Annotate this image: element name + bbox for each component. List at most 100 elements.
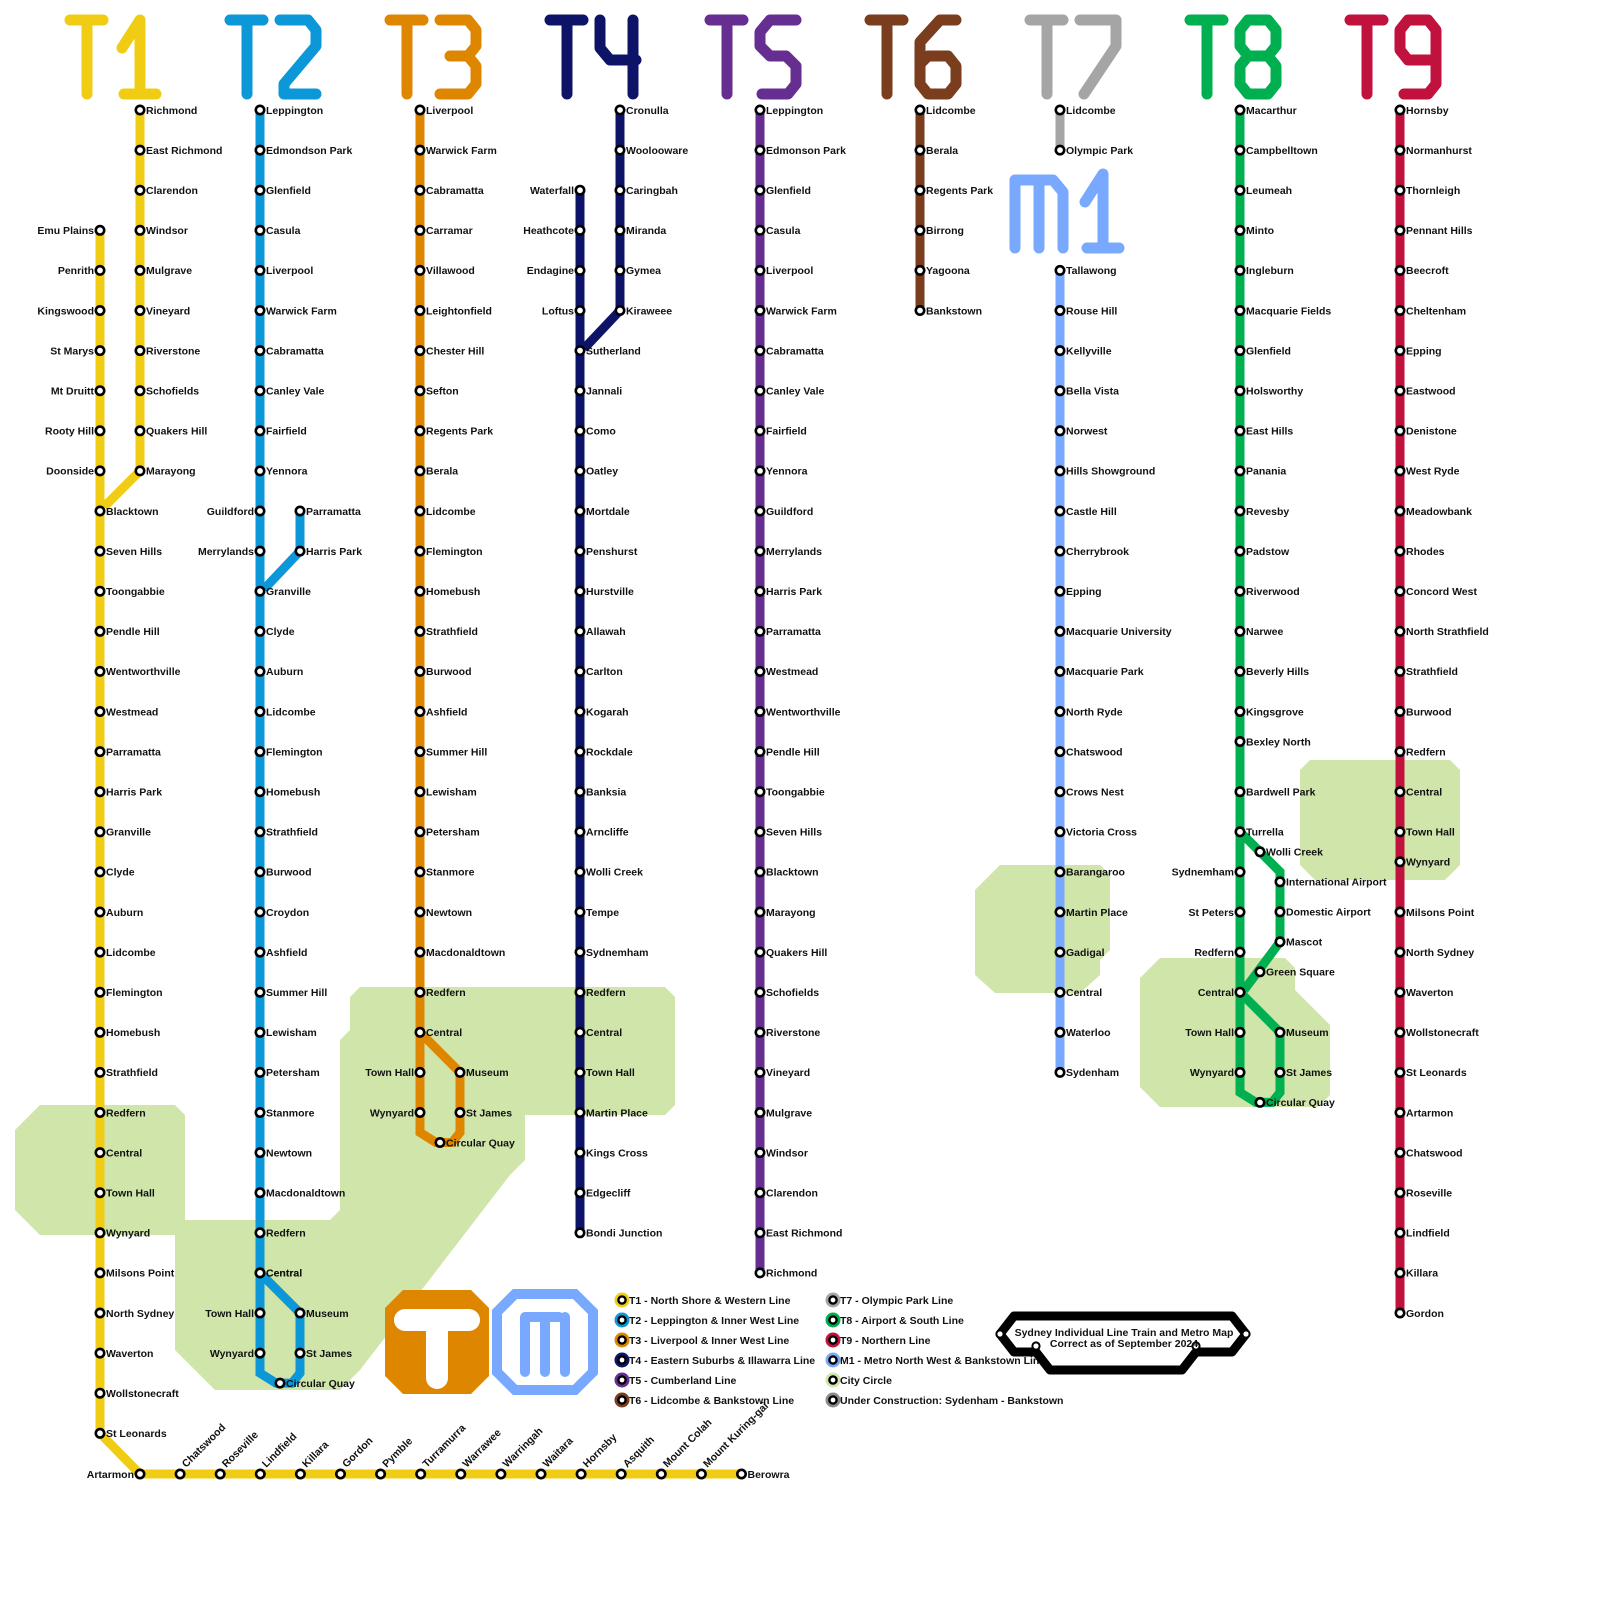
station-macdonaldtown[interactable]: Macdonaldtown bbox=[414, 946, 506, 959]
station-glenfield[interactable]: Glenfield bbox=[254, 184, 311, 197]
station-marker[interactable] bbox=[254, 304, 266, 316]
station-bardwell-park[interactable]: Bardwell Park bbox=[1234, 786, 1316, 799]
station-bankstown[interactable]: Bankstown bbox=[914, 304, 982, 317]
station-marker[interactable] bbox=[254, 665, 266, 677]
station-cheltenham[interactable]: Cheltenham bbox=[1394, 304, 1466, 317]
station-marker[interactable] bbox=[134, 144, 146, 156]
station-marker[interactable] bbox=[414, 585, 426, 597]
station-holsworthy[interactable]: Holsworthy bbox=[1234, 385, 1304, 398]
station-waterloo[interactable]: Waterloo bbox=[1054, 1026, 1111, 1039]
station-carramar[interactable]: Carramar bbox=[414, 224, 473, 237]
station-marker[interactable] bbox=[1254, 846, 1266, 858]
station-seven-hills[interactable]: Seven Hills bbox=[754, 826, 822, 839]
station-edmonson-park[interactable]: Edmonson Park bbox=[754, 144, 846, 157]
station-east-richmond[interactable]: East Richmond bbox=[754, 1227, 843, 1240]
station-gymea[interactable]: Gymea bbox=[614, 264, 661, 277]
station-marker[interactable] bbox=[754, 786, 766, 798]
station-marker[interactable] bbox=[614, 304, 626, 316]
station-marker[interactable] bbox=[754, 625, 766, 637]
station-marker[interactable] bbox=[1394, 104, 1406, 116]
station-marker[interactable] bbox=[574, 1066, 586, 1078]
station-marker[interactable] bbox=[1234, 264, 1246, 276]
station-marker[interactable] bbox=[1234, 545, 1246, 557]
station-marker[interactable] bbox=[134, 104, 146, 116]
station-marker[interactable] bbox=[1054, 345, 1066, 357]
station-clarendon[interactable]: Clarendon bbox=[134, 184, 198, 197]
station-marker[interactable] bbox=[754, 1066, 766, 1078]
station-central[interactable]: Central bbox=[414, 1026, 462, 1039]
station-town-hall[interactable]: Town Hall bbox=[1394, 826, 1455, 839]
station-marker[interactable] bbox=[1394, 746, 1406, 758]
station-rhodes[interactable]: Rhodes bbox=[1394, 545, 1445, 558]
station-marker[interactable] bbox=[754, 144, 766, 156]
station-marker[interactable] bbox=[614, 184, 626, 196]
station-marker[interactable] bbox=[1394, 1147, 1406, 1159]
station-marker[interactable] bbox=[1254, 1096, 1266, 1108]
station-marker[interactable] bbox=[1234, 906, 1246, 918]
station-riverstone[interactable]: Riverstone bbox=[134, 345, 201, 357]
station-marker[interactable] bbox=[1054, 906, 1066, 918]
station-sydenham[interactable]: Sydenham bbox=[1054, 1066, 1119, 1079]
station-marker[interactable] bbox=[94, 385, 106, 397]
station-waterfall[interactable]: Waterfall bbox=[530, 184, 586, 197]
station-marker[interactable] bbox=[414, 425, 426, 437]
station-marker[interactable] bbox=[535, 1468, 547, 1480]
station-edgecliff[interactable]: Edgecliff bbox=[574, 1187, 631, 1200]
station-marker[interactable] bbox=[414, 345, 426, 357]
station-marker[interactable] bbox=[94, 1107, 106, 1119]
station-marker[interactable] bbox=[574, 906, 586, 918]
station-burwood[interactable]: Burwood bbox=[1394, 705, 1452, 718]
station-marker[interactable] bbox=[414, 906, 426, 918]
station-berala[interactable]: Berala bbox=[914, 144, 958, 157]
station-summer-hill[interactable]: Summer Hill bbox=[414, 746, 488, 758]
station-marker[interactable] bbox=[754, 425, 766, 437]
station-cabramatta[interactable]: Cabramatta bbox=[414, 184, 484, 197]
station-schofields[interactable]: Schofields bbox=[134, 385, 199, 398]
station-macarthur[interactable]: Macarthur bbox=[1234, 104, 1297, 117]
station-lidcombe[interactable]: Lidcombe bbox=[94, 946, 156, 959]
station-concord-west[interactable]: Concord West bbox=[1394, 585, 1478, 598]
station-marker[interactable] bbox=[94, 1387, 106, 1399]
station-marker[interactable] bbox=[574, 304, 586, 316]
station-marker[interactable] bbox=[574, 786, 586, 798]
station-cabramatta[interactable]: Cabramatta bbox=[754, 345, 824, 357]
station-villawood[interactable]: Villawood bbox=[414, 264, 475, 277]
station-marker[interactable] bbox=[414, 946, 426, 958]
station-narwee[interactable]: Narwee bbox=[1234, 625, 1284, 638]
station-marker[interactable] bbox=[574, 264, 586, 276]
station-artarmon[interactable]: Artarmon bbox=[87, 1468, 146, 1481]
station-miranda[interactable]: Miranda bbox=[614, 224, 667, 237]
station-strathfield[interactable]: Strathfield bbox=[1394, 665, 1458, 678]
station-marker[interactable] bbox=[1394, 585, 1406, 597]
station-marker[interactable] bbox=[574, 946, 586, 958]
station-marker[interactable] bbox=[574, 545, 586, 557]
station-wynyard[interactable]: Wynyard bbox=[94, 1227, 150, 1240]
station-marker[interactable] bbox=[334, 1468, 346, 1480]
station-wolli-creek[interactable]: Wolli Creek bbox=[574, 866, 643, 879]
station-marker[interactable] bbox=[274, 1377, 286, 1389]
station-thornleigh[interactable]: Thornleigh bbox=[1394, 184, 1460, 197]
station-marker[interactable] bbox=[754, 906, 766, 918]
station-yennora[interactable]: Yennora bbox=[254, 465, 308, 478]
station-granville[interactable]: Granville bbox=[94, 826, 151, 839]
station-marker[interactable] bbox=[254, 866, 266, 878]
station-town-hall[interactable]: Town Hall bbox=[365, 1066, 426, 1079]
station-marker[interactable] bbox=[1234, 345, 1246, 357]
station-pendle-hill[interactable]: Pendle Hill bbox=[754, 746, 820, 758]
station-burwood[interactable]: Burwood bbox=[254, 866, 312, 879]
station-marker[interactable] bbox=[575, 1468, 587, 1480]
station-bondi-junction[interactable]: Bondi Junction bbox=[574, 1227, 663, 1240]
station-kogarah[interactable]: Kogarah bbox=[574, 705, 629, 718]
station-marker[interactable] bbox=[414, 505, 426, 517]
station-marker[interactable] bbox=[254, 385, 266, 397]
station-marker[interactable] bbox=[754, 1026, 766, 1038]
station-marker[interactable] bbox=[94, 425, 106, 437]
station-merrylands[interactable]: Merrylands bbox=[754, 545, 822, 558]
station-museum[interactable]: Museum bbox=[1274, 1026, 1329, 1039]
station-marker[interactable] bbox=[574, 625, 586, 637]
station-marker[interactable] bbox=[574, 1187, 586, 1199]
station-marker[interactable] bbox=[574, 746, 586, 758]
station-barangaroo[interactable]: Barangaroo bbox=[1054, 866, 1125, 879]
station-marker[interactable] bbox=[1054, 866, 1066, 878]
station-riverwood[interactable]: Riverwood bbox=[1234, 585, 1300, 598]
